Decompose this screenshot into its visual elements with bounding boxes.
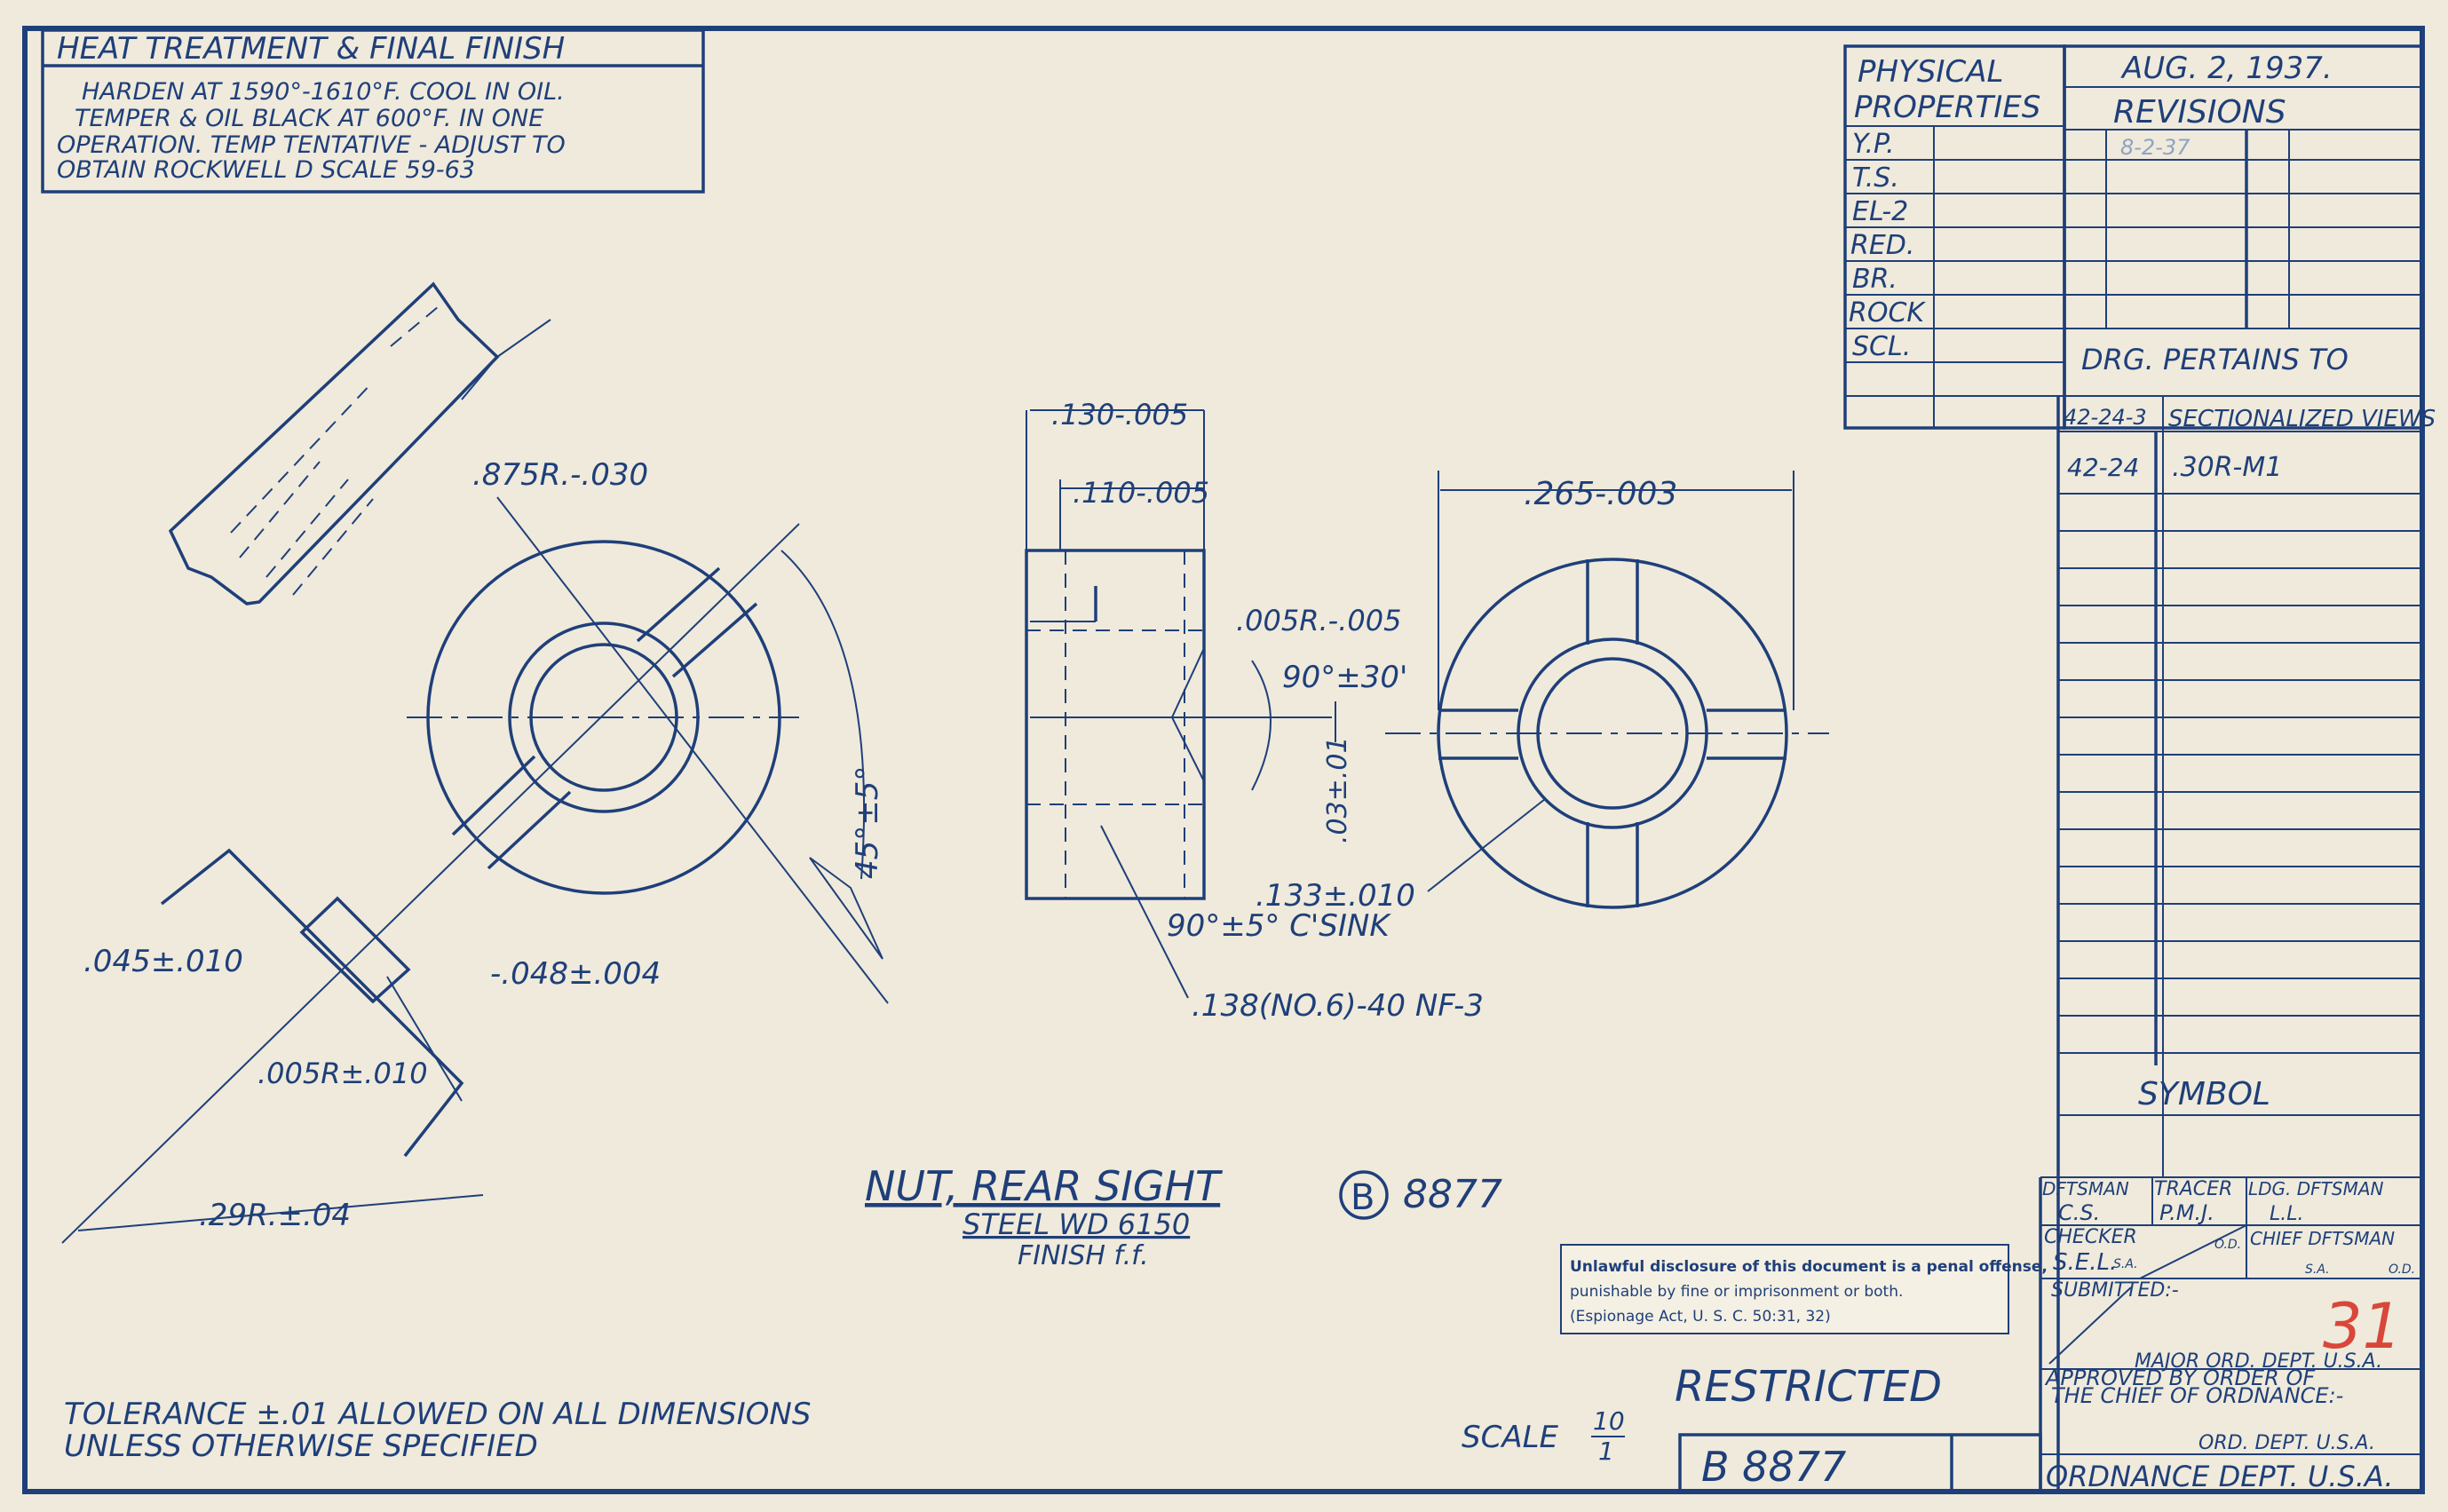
approved-line-2: THE CHIEF OF ORDNANCE:- bbox=[2051, 1383, 2343, 1408]
dim-875r: .875R.-.030 bbox=[472, 457, 648, 493]
material-spec: STEEL WD 6150 bbox=[963, 1207, 1190, 1241]
scale-note: SCALE 10 1 bbox=[1462, 1406, 1625, 1466]
property-scl: SCL. bbox=[1852, 331, 1911, 362]
tracer-initials: P.M.J. bbox=[2159, 1200, 2214, 1225]
heat-treatment-title: HEAT TREATMENT & FINAL FINISH bbox=[57, 31, 565, 67]
chief-sa: S.A. bbox=[2305, 1263, 2330, 1277]
pertains-title: DRG. PERTAINS TO bbox=[2081, 343, 2349, 376]
checker-od: O.D. bbox=[2214, 1238, 2241, 1252]
dim-110: .110-.005 bbox=[1073, 476, 1209, 510]
dim-048: -.048±.004 bbox=[490, 956, 661, 992]
drawing-class-circle bbox=[1339, 1170, 1389, 1220]
revisions-date: AUG. 2, 1937. bbox=[2120, 51, 2333, 86]
submitted-label: SUBMITTED:- bbox=[2051, 1279, 2179, 1302]
heat-treatment-line-1: HARDEN AT 1590°-1610°F. COOL IN OIL. bbox=[82, 78, 565, 106]
ldg-initials: L.L. bbox=[2270, 1203, 2304, 1225]
drawing-class: B bbox=[1351, 1177, 1375, 1218]
property-el2: EL-2 bbox=[1852, 196, 1908, 227]
end-view-right bbox=[1385, 471, 1829, 909]
tracer-label: TRACER bbox=[2154, 1178, 2232, 1200]
drawing-number-box: RESTRICTED B 8877 bbox=[1675, 1362, 2042, 1493]
revision-entry-1: 8-2-37 bbox=[2120, 135, 2191, 160]
tolerance-line-2: UNLESS OTHERWISE SPECIFIED bbox=[64, 1429, 538, 1464]
espionage-notice: Unlawful disclosure of this document is … bbox=[1560, 1244, 2048, 1334]
checker-sa: S.A. bbox=[2113, 1257, 2138, 1271]
physical-properties-table: PHYSICAL PROPERTIES Y.P. T.S. EL-2 RED. … bbox=[1843, 44, 2066, 430]
ord-dept-label: ORD. DEPT. U.S.A. bbox=[2198, 1432, 2375, 1454]
dim-thread: .138(NO.6)-40 NF-3 bbox=[1192, 988, 1484, 1024]
physical-properties-title-2: PROPERTIES bbox=[1854, 90, 2040, 125]
notice-line-1: Unlawful disclosure of this document is … bbox=[1570, 1258, 2048, 1276]
end-view-left bbox=[61, 496, 889, 1244]
dim-csink: 90°±5° C'SINK bbox=[1167, 908, 1391, 944]
pertains-desc-2: .30R-M1 bbox=[2172, 452, 2282, 483]
checker-initials: S.E.L. bbox=[2053, 1249, 2117, 1276]
dim-133: .133±.010 bbox=[1256, 878, 1415, 914]
part-name: NUT, REAR SIGHT bbox=[865, 1162, 1224, 1210]
dim-005r2: .005R.-.005 bbox=[1236, 604, 1401, 637]
restricted-stamp: RESTRICTED bbox=[1675, 1362, 1942, 1412]
scale-label: SCALE bbox=[1462, 1420, 1559, 1455]
property-yp: Y.P. bbox=[1852, 129, 1895, 160]
signature-block: DFTSMAN C.S. TRACER P.M.J. LDG. DFTSMAN … bbox=[2039, 1176, 2422, 1493]
property-br: BR. bbox=[1852, 264, 1897, 295]
property-red: RED. bbox=[1850, 230, 1914, 261]
notice-line-2: punishable by fine or imprisonment or bo… bbox=[1570, 1283, 1903, 1301]
heat-treatment-line-2: TEMPER & OIL BLACK AT 600°F. IN ONE bbox=[75, 105, 543, 132]
detail-section-lower bbox=[77, 848, 484, 1231]
chief-od: O.D. bbox=[2389, 1263, 2415, 1277]
ldg-dftsman-label: LDG. DFTSMAN bbox=[2248, 1178, 2384, 1199]
revisions-table: AUG. 2, 1937. REVISIONS 8-2-37 DRG. PERT… bbox=[2063, 44, 2424, 430]
part-number: 8877 bbox=[1403, 1172, 1502, 1217]
heat-treatment-line-4: OBTAIN ROCKWELL D SCALE 59-63 bbox=[57, 156, 475, 184]
pertains-drg-2: 42-24 bbox=[2067, 453, 2139, 482]
dim-45-angle: 45°±5° bbox=[850, 766, 885, 879]
sheet-border bbox=[22, 26, 2425, 1494]
heat-treatment-line-3: OPERATION. TEMP TENTATIVE - ADJUST TO bbox=[57, 131, 566, 159]
revisions-title: REVISIONS bbox=[2113, 94, 2286, 131]
dim-90-angle: 90°±30' bbox=[1282, 660, 1407, 695]
major-label: MAJOR ORD. DEPT. U.S.A. bbox=[2135, 1350, 2382, 1373]
pertains-table: 42-24-3 SECTIONALIZED VIEWS 42-24 .30R-M… bbox=[2056, 395, 2436, 1490]
pertains-desc-1: SECTIONALIZED VIEWS bbox=[2168, 406, 2436, 432]
heat-treatment-box: HEAT TREATMENT & FINAL FINISH HARDEN AT … bbox=[41, 28, 705, 194]
scale-denominator: 1 bbox=[1598, 1437, 1614, 1466]
dim-005r: .005R±.010 bbox=[257, 1057, 428, 1090]
symbol-label: SYMBOL bbox=[2138, 1076, 2270, 1112]
dim-265: .265-.003 bbox=[1524, 476, 1677, 512]
scale-numerator: 10 bbox=[1593, 1406, 1625, 1436]
dim-29r: .29R.±.04 bbox=[199, 1198, 351, 1233]
notice-line-3: (Espionage Act, U. S. C. 50:31, 32) bbox=[1570, 1308, 1831, 1326]
dim-045: .045±.010 bbox=[83, 944, 243, 979]
tolerance-line-1: TOLERANCE ±.01 ALLOWED ON ALL DIMENSIONS bbox=[64, 1397, 811, 1432]
part-title-block: NUT, REAR SIGHT B 8877 STEEL WD 6150 FIN… bbox=[865, 1162, 1502, 1271]
finish-spec: FINISH f.f. bbox=[1018, 1240, 1149, 1271]
drawing-number: B 8877 bbox=[1701, 1443, 1846, 1491]
dftsman-label: DFTSMAN bbox=[2042, 1178, 2129, 1199]
chief-dftsman-label: CHIEF DFTSMAN bbox=[2250, 1228, 2395, 1249]
side-view bbox=[1025, 409, 1336, 900]
angle-45-arc bbox=[780, 550, 866, 880]
property-ts: T.S. bbox=[1852, 162, 1899, 194]
dftsman-initials: C.S. bbox=[2058, 1200, 2100, 1225]
physical-properties-title-1: PHYSICAL bbox=[1858, 54, 2003, 90]
pertains-drg-1: 42-24-3 bbox=[2064, 405, 2147, 430]
property-rock: ROCK bbox=[1849, 297, 1926, 329]
ordnance-dept-label: ORDNANCE DEPT. U.S.A. bbox=[2046, 1460, 2394, 1493]
dim-03: .03±.01 bbox=[1322, 736, 1353, 843]
detail-section-upper bbox=[168, 281, 551, 606]
checker-label: CHECKER bbox=[2044, 1226, 2137, 1248]
approved-line-1: APPROVED BY ORDER OF bbox=[2044, 1366, 2316, 1390]
dim-130: .130-.005 bbox=[1051, 398, 1188, 431]
sheet-mark: 31 bbox=[2323, 1290, 2402, 1363]
